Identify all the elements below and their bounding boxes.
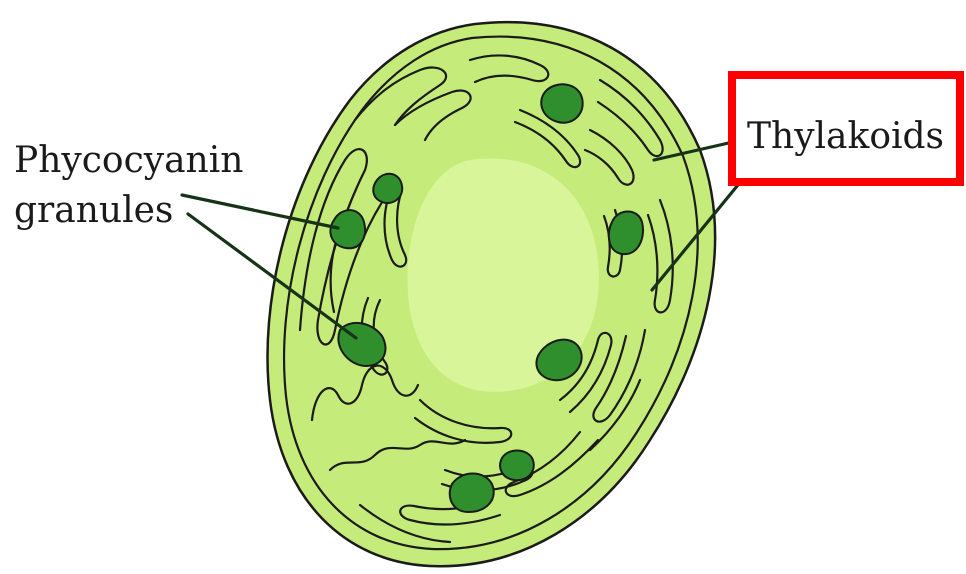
- granule: [609, 212, 643, 255]
- thylakoids-label: Thylakoids: [747, 116, 944, 157]
- granule: [450, 474, 494, 513]
- phycocyanin-label-line2: granules: [14, 190, 173, 231]
- granule: [373, 174, 402, 203]
- granule: [500, 451, 534, 481]
- phycocyanin-label-line1: Phycocyanin: [14, 140, 243, 181]
- granule: [541, 84, 582, 122]
